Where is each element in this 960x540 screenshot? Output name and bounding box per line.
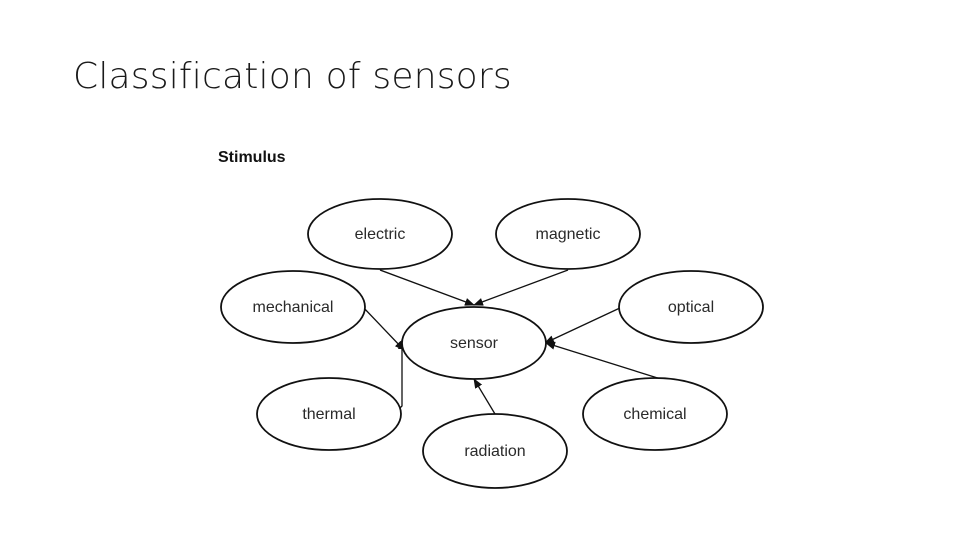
node-thermal-label: thermal (302, 406, 355, 423)
node-radiation-label: radiation (464, 443, 525, 460)
edge-optical-sensor (544, 306, 623, 344)
node-optical: optical (618, 270, 764, 344)
node-thermal-ellipse (256, 377, 402, 451)
node-electric-label: electric (355, 226, 406, 243)
diagram-edges (361, 269, 665, 415)
edge-chemical-sensor (545, 341, 665, 381)
node-optical-ellipse (618, 270, 764, 344)
diagram-heading: Stimulus (218, 149, 286, 166)
edge-electric-sensor (379, 269, 475, 306)
node-radiation-ellipse (422, 413, 568, 489)
edge-magnetic-sensor (473, 269, 569, 306)
node-optical-label: optical (668, 299, 714, 316)
node-chemical: chemical (582, 377, 728, 451)
node-magnetic-ellipse (495, 198, 641, 270)
node-radiation: radiation (422, 413, 568, 489)
edge-mechanical-sensor (361, 305, 405, 351)
node-magnetic: magnetic (495, 198, 641, 270)
slide-title: Classification of sensors (73, 56, 512, 97)
edge-radiation-sensor (473, 378, 496, 415)
node-chemical-ellipse (582, 377, 728, 451)
node-electric: electric (307, 198, 453, 270)
node-mechanical-ellipse (220, 270, 366, 344)
node-mechanical: mechanical (220, 270, 366, 344)
node-sensor-label: sensor (450, 335, 499, 352)
node-magnetic-label: magnetic (536, 226, 601, 243)
node-electric-ellipse (307, 198, 453, 270)
node-mechanical-label: mechanical (253, 299, 334, 316)
node-sensor-ellipse (401, 306, 547, 380)
node-sensor: sensor (401, 306, 547, 380)
node-chemical-label: chemical (623, 406, 686, 423)
node-thermal: thermal (256, 377, 402, 451)
